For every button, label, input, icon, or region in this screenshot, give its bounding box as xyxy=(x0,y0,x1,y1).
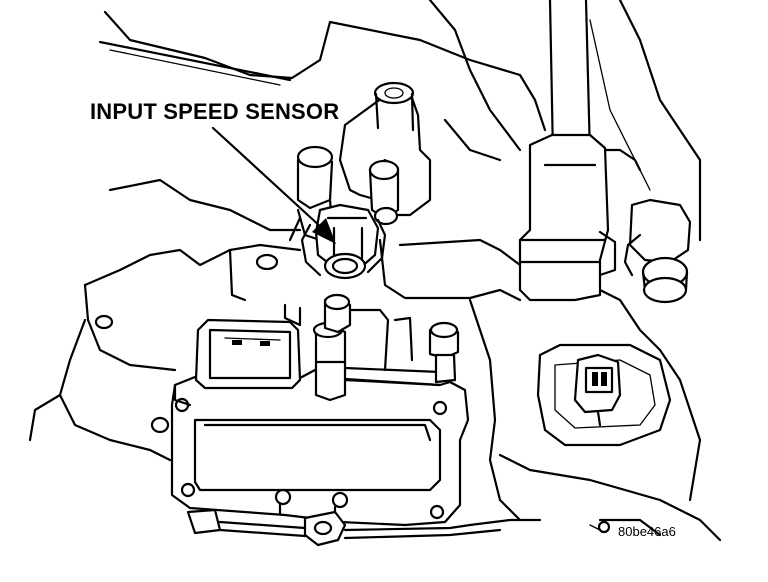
shift-rod xyxy=(518,0,617,302)
figure-id: 80be46a6 xyxy=(618,524,676,539)
solenoid-assembly xyxy=(170,293,470,527)
input-speed-sensor xyxy=(300,203,387,280)
output-sensor-connector xyxy=(573,353,622,427)
mounting-bolt-right xyxy=(623,198,692,304)
sensor-housing xyxy=(288,81,432,242)
callout-label: INPUT SPEED SENSOR xyxy=(90,99,340,124)
pointer-arrow xyxy=(211,126,336,244)
wiring-bracket xyxy=(186,508,542,547)
transmission-case xyxy=(28,148,722,542)
upper-housing xyxy=(98,0,702,242)
